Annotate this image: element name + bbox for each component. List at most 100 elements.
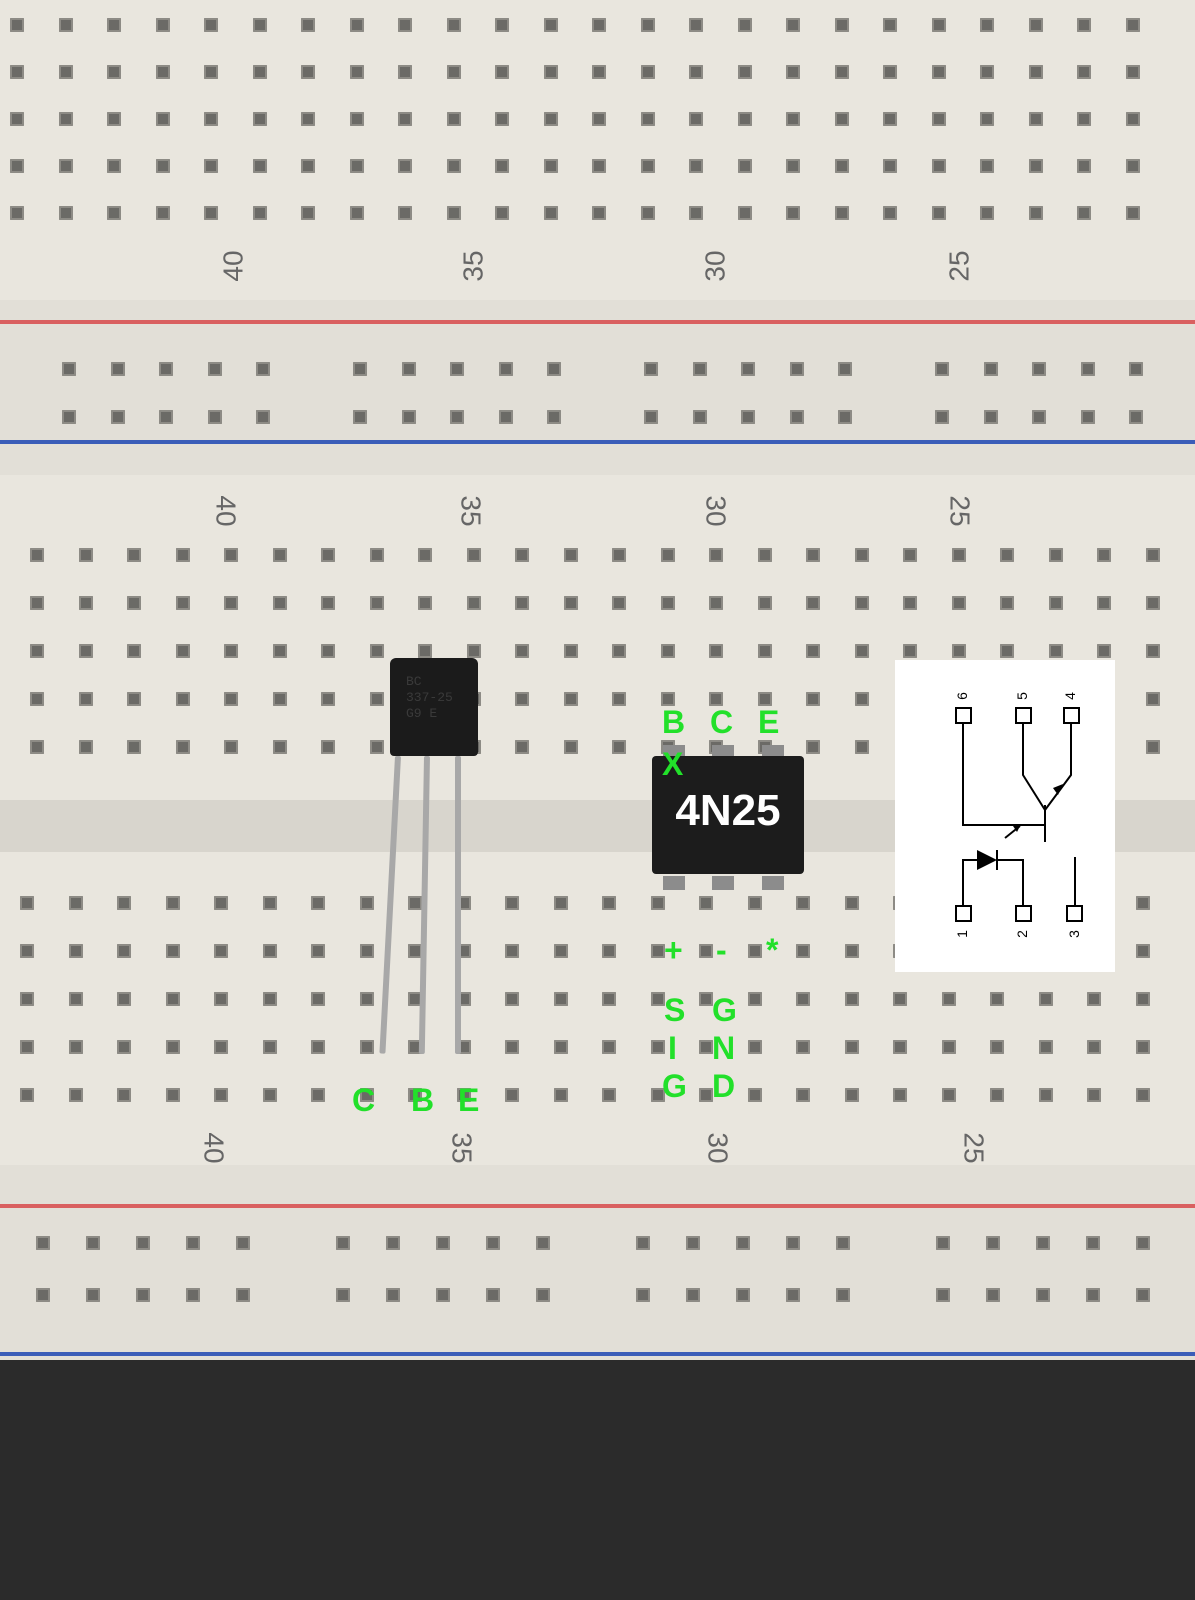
schematic-base-line [962, 723, 1045, 826]
breadboard-hole [78, 644, 93, 658]
breadboard-hole [495, 206, 509, 220]
breadboard-hole [747, 944, 762, 958]
breadboard-hole [353, 362, 367, 376]
breadboard-hole [398, 65, 412, 79]
breadboard-hole [1125, 112, 1140, 126]
top-row-number-40: 40 [217, 250, 249, 282]
breadboard-hole [536, 1236, 550, 1250]
breadboard-hole [941, 1088, 956, 1102]
breadboard-hole [741, 410, 755, 424]
breadboard-hole [1087, 992, 1101, 1006]
breadboard-hole [980, 65, 994, 79]
breadboard-hole [321, 740, 335, 754]
breadboard-hole [418, 548, 432, 562]
breadboard-hole [883, 18, 897, 32]
breadboard-hole [359, 1040, 374, 1054]
breadboard-hole [553, 896, 568, 910]
breadboard-hole [1048, 596, 1063, 610]
breadboard-hole [155, 112, 170, 126]
breadboard-hole [78, 740, 93, 754]
breadboard-hole [941, 1040, 956, 1054]
breadboard-hole [311, 896, 325, 910]
breadboard-hole [359, 1088, 374, 1102]
breadboard-hole [68, 1040, 83, 1054]
breadboard-hole [1145, 692, 1160, 706]
breadboard-hole [68, 992, 83, 1006]
breadboard-hole [450, 362, 464, 376]
breadboard-hole [466, 548, 481, 562]
breadboard-hole [78, 596, 93, 610]
breadboard-hole [640, 112, 655, 126]
breadboard-hole [883, 159, 897, 173]
breadboard-hole [62, 362, 76, 376]
breadboard-hole [736, 1236, 750, 1250]
breadboard-hole [1077, 112, 1091, 126]
breadboard-hole [536, 1288, 550, 1302]
breadboard-hole [757, 596, 772, 610]
lower-rail-red-line [0, 1204, 1195, 1208]
breadboard-hole [86, 1236, 100, 1250]
breadboard-hole [980, 159, 994, 173]
breadboard-hole [224, 740, 238, 754]
breadboard-hole [207, 410, 222, 424]
breadboard-hole [107, 206, 121, 220]
breadboard-hole [515, 644, 529, 658]
breadboard-hole [30, 548, 44, 562]
breadboard-hole [563, 548, 578, 562]
breadboard-hole [10, 159, 24, 173]
breadboard-hole [883, 206, 897, 220]
schematic-arrow-head [1013, 826, 1020, 832]
schematic-pin-number-1: 1 [954, 930, 970, 938]
breadboard-hole [214, 1088, 228, 1102]
breadboard-hole [107, 112, 121, 126]
breadboard-hole [408, 944, 422, 958]
top-terminal-strip [0, 0, 1195, 300]
breadboard-hole [311, 944, 325, 958]
breadboard-hole [224, 596, 238, 610]
breadboard-hole [78, 548, 93, 562]
breadboard-hole [796, 944, 810, 958]
breadboard-hole [936, 1236, 950, 1250]
breadboard-hole [165, 1088, 180, 1102]
breadboard-hole [408, 1088, 422, 1102]
breadboard-hole [1038, 1040, 1053, 1054]
schematic-pin-number-5: 5 [1014, 692, 1030, 700]
breadboard-hole [636, 1288, 650, 1302]
breadboard-hole [311, 992, 325, 1006]
breadboard-hole [165, 896, 180, 910]
breadboard-hole [408, 992, 422, 1006]
breadboard-hole [1028, 159, 1043, 173]
4n25-optocoupler: 4N25 [652, 756, 804, 874]
breadboard-hole [30, 644, 44, 658]
breadboard-hole [612, 692, 626, 706]
breadboard-hole [252, 65, 267, 79]
schematic-pin-number-2: 2 [1014, 930, 1030, 938]
breadboard-hole [660, 644, 675, 658]
schematic-pin-5-pad [1015, 707, 1032, 724]
breadboard-hole [369, 692, 384, 706]
breadboard-hole [466, 644, 481, 658]
breadboard-hole [903, 596, 917, 610]
sig-letter-i: I [668, 1030, 677, 1066]
breadboard-hole [844, 896, 859, 910]
breadboard-hole [505, 896, 519, 910]
breadboard-hole [834, 65, 849, 79]
breadboard-hole [20, 1088, 34, 1102]
breadboard-hole [359, 992, 374, 1006]
breadboard-hole [893, 1088, 907, 1102]
breadboard-hole [214, 944, 228, 958]
breadboard-hole [262, 1040, 277, 1054]
breadboard-hole [262, 944, 277, 958]
breadboard-hole [301, 65, 315, 79]
breadboard-hole [563, 740, 578, 754]
breadboard-hole [117, 1088, 131, 1102]
breadboard-hole [321, 596, 335, 610]
breadboard-hole [20, 992, 34, 1006]
breadboard-hole [236, 1236, 250, 1250]
breadboard-hole [311, 1040, 325, 1054]
breadboard-hole [806, 548, 820, 562]
breadboard-hole [36, 1236, 50, 1250]
breadboard-hole [650, 1088, 665, 1102]
breadboard-hole [311, 1088, 325, 1102]
lower-power-rail [0, 1165, 1195, 1360]
